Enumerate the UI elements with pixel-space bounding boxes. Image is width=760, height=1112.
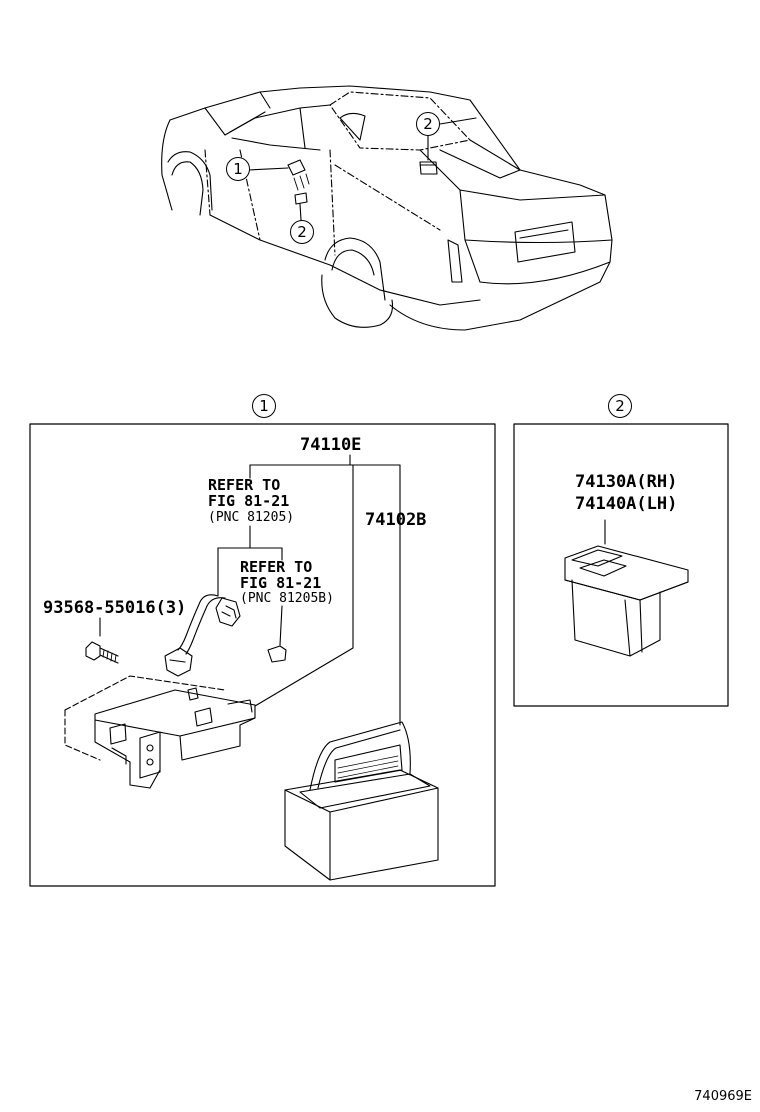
- part-number-screw: 93568-55016(3): [43, 598, 187, 618]
- bracket-drawing: [64, 675, 256, 789]
- car-callout-2-bottom: 2: [290, 220, 314, 244]
- refer-b-line2: FIG 81-21: [240, 574, 322, 592]
- refer-a-line2: FIG 81-21: [208, 492, 290, 510]
- part-number-74140a-lh: 74140A(LH): [575, 494, 678, 514]
- car-callout-2-top: 2: [416, 112, 440, 136]
- coin-box-drawing: [564, 545, 689, 657]
- part-number-74130a-rh: 74130A(RH): [575, 472, 678, 492]
- refer-a-line1: REFER TO: [208, 476, 281, 494]
- car-callout-1: 1: [226, 157, 250, 181]
- panel-1-callout: 1: [252, 394, 276, 418]
- part-number-74110e: 74110E: [300, 435, 362, 455]
- figure-id: 740969E: [694, 1089, 752, 1104]
- panel-2-callout: 2: [608, 394, 632, 418]
- screw-drawing: [85, 641, 119, 664]
- refer-b-line1: REFER TO: [240, 558, 313, 576]
- panel-2-frame: [513, 423, 729, 707]
- part-number-74102b: 74102B: [365, 510, 427, 530]
- refer-b-line3: (PNC 81205B): [240, 591, 334, 606]
- wire-harness-drawing: [164, 594, 287, 677]
- panel-1-frame: [29, 423, 496, 887]
- car-illustration: [161, 85, 613, 331]
- tray-drawing: [284, 721, 439, 881]
- refer-a-line3: (PNC 81205): [208, 510, 295, 525]
